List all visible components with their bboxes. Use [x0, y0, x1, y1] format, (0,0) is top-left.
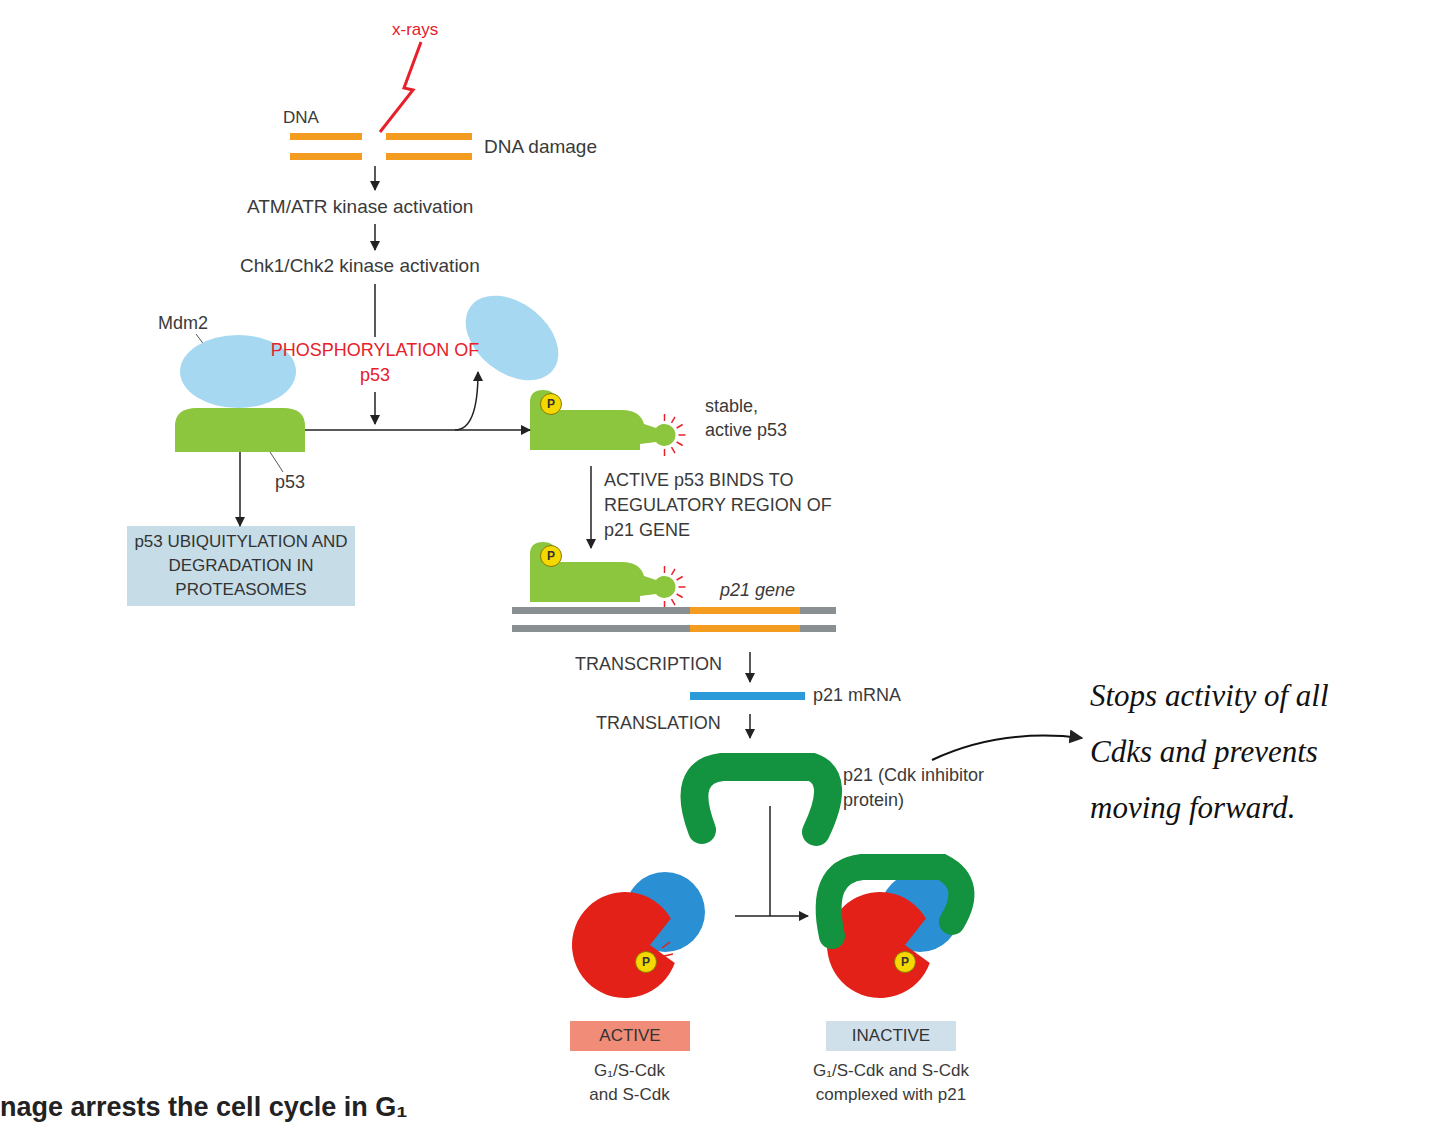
p53-outline: [530, 390, 675, 450]
node-text: P: [541, 394, 561, 414]
cdk: [572, 892, 675, 998]
p21-protein: [694, 767, 828, 832]
mdm2-released: [449, 278, 574, 397]
phosphate-circle: P: [540, 393, 562, 415]
dna-strand: [386, 133, 472, 140]
flow-arrow: [374, 166, 376, 190]
gene-strand: [512, 625, 836, 632]
activity-ray: [679, 434, 686, 436]
flow-arrow: [590, 466, 592, 548]
flow-arrow: [749, 714, 751, 738]
text-label: x-rays: [392, 18, 438, 42]
node-text: p53 UBIQUITYLATION AND DEGRADATION IN PR…: [127, 526, 355, 606]
leader-line: [270, 452, 283, 472]
activity-ray: [677, 425, 683, 429]
text-label: PHOSPHORYLATION OF p53: [268, 338, 482, 388]
text-label: DNA damage: [484, 135, 597, 159]
xray-bolt: [380, 42, 421, 132]
activity-ray: [672, 447, 676, 453]
mrna-bar: [690, 692, 805, 700]
outcome-box: p53 UBIQUITYLATION AND DEGRADATION IN PR…: [127, 526, 355, 606]
note-arrow: [932, 736, 1082, 760]
flow-arrow: [749, 652, 751, 682]
flow-arrow: [735, 915, 808, 917]
phosphate-circle: P: [540, 545, 562, 567]
flow-line: [769, 806, 771, 916]
text-label: ATM/ATR kinase activation: [247, 195, 473, 219]
text-label: p21 gene: [720, 578, 795, 602]
node-text: ACTIVE: [570, 1021, 690, 1051]
bound-p53: [530, 542, 686, 608]
state-tag: INACTIVEG₁/S-Cdk and S-Cdk complexed wit…: [826, 1021, 956, 1051]
node-text: P: [895, 952, 915, 972]
activity-ray: [664, 449, 666, 456]
text-label: ACTIVE p53 BINDS TO REGULATORY REGION OF…: [604, 468, 836, 543]
node-subtext: G₁/S-Cdk and S-Cdk: [582, 1059, 677, 1107]
node-text: p53: [275, 470, 305, 494]
gene-strand: [512, 607, 836, 614]
flow-arrow: [374, 392, 376, 424]
p21-bound: [829, 867, 962, 936]
node-text: stable, active p53: [705, 394, 805, 442]
handwritten-note: Stops activity of all Cdks and prevents …: [1090, 668, 1390, 836]
text-label: TRANSLATION: [596, 711, 721, 735]
flow-arrow: [305, 429, 530, 431]
activity-rays: [662, 942, 673, 968]
dome-outline: [175, 408, 305, 452]
active-p53: stable, active p53P: [530, 388, 690, 450]
p53-protein: p53: [175, 408, 305, 452]
text-label: DNA: [283, 106, 319, 130]
activity-ray: [664, 414, 666, 421]
node-text: Mdm2: [158, 311, 208, 335]
gene-region: [690, 607, 800, 614]
text-label: p21 (Cdk inhibitor protein): [843, 763, 1025, 813]
activity-ray: [677, 442, 683, 446]
node-text: INACTIVE: [826, 1021, 956, 1051]
node-subtext: G₁/S-Cdk and S-Cdk complexed with p21: [791, 1059, 991, 1107]
flow-arrow: [239, 452, 241, 526]
release-arrow: [455, 372, 478, 430]
flow-line: [374, 284, 376, 337]
state-tag: ACTIVEG₁/S-Cdk and S-Cdk: [570, 1021, 690, 1051]
flow-arrow: [374, 224, 376, 250]
node-shape: [175, 408, 305, 452]
dna-strand: [386, 153, 472, 160]
node-text: P: [541, 546, 561, 566]
text-label: p21 mRNA: [813, 683, 901, 707]
phosphate-circle: P: [635, 951, 657, 973]
cdk: [827, 892, 930, 998]
phosphate-circle: P: [894, 951, 916, 973]
text-label: Chk1/Chk2 kinase activation: [240, 254, 480, 278]
activity-ray: [672, 417, 676, 423]
dna-strand: [290, 153, 362, 160]
node-text: P: [636, 952, 656, 972]
dna-strand: [290, 133, 362, 140]
text-label: TRANSCRIPTION: [575, 652, 722, 676]
gene-region: [690, 625, 800, 632]
figure-title: nage arrests the cell cycle in G₁: [0, 1090, 407, 1124]
